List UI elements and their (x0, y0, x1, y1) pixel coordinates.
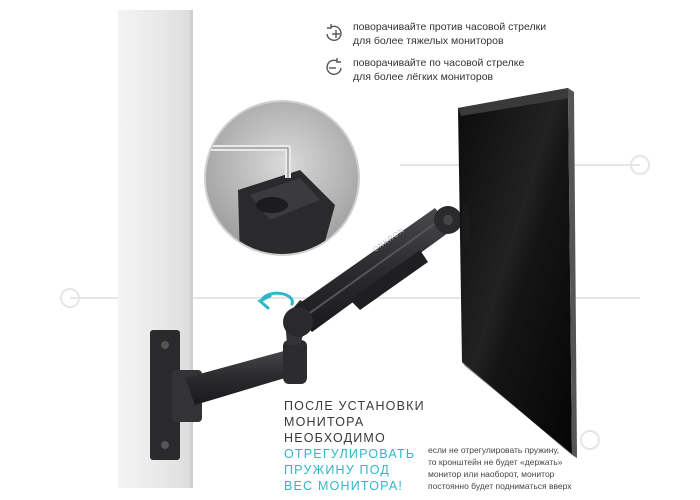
note-line2: то кронштейн не будет «держать» (428, 457, 563, 467)
legend-ccw-line2: для более тяжелых мониторов (353, 35, 504, 47)
headline-accent1: ОТРЕГУЛИРОВАТЬ (284, 447, 416, 461)
legend-cw-line2: для более лёгких мониторов (353, 71, 494, 83)
headline-accent3: ВЕС МОНИТОРА! (284, 479, 404, 493)
headline-block: ПОСЛЕ УСТАНОВКИ МОНИТОРА НЕОБХОДИМО ОТРЕ… (284, 398, 425, 494)
legend-cw-line1: поворачивайте по часовой стрелке (353, 57, 525, 69)
note-line1: если не отрегулировать пружину, (428, 445, 560, 455)
monitor (458, 88, 577, 458)
rotation-arrow-icon (257, 291, 294, 310)
headline-line1: ПОСЛЕ УСТАНОВКИ (284, 399, 425, 413)
rotate-counterclockwise-plus-icon (326, 24, 342, 42)
note-line4: постоянно будет подниматься вверх (428, 481, 572, 491)
rotate-clockwise-minus-icon (326, 58, 342, 76)
gas-spring-arm (283, 206, 462, 337)
note-line3: монитор или наоборот, монитор (428, 469, 555, 479)
headline-line2: МОНИТОРА (284, 415, 365, 429)
headline-accent2: ПРУЖИНУ ПОД (284, 463, 391, 477)
zoom-detail (204, 100, 360, 256)
headline-line3: НЕОБХОДИМО (284, 431, 386, 445)
note-block: если не отрегулировать пружину, то кронш… (428, 444, 572, 492)
legend-ccw-line1: поворачивайте против часовой стрелки (353, 21, 547, 33)
